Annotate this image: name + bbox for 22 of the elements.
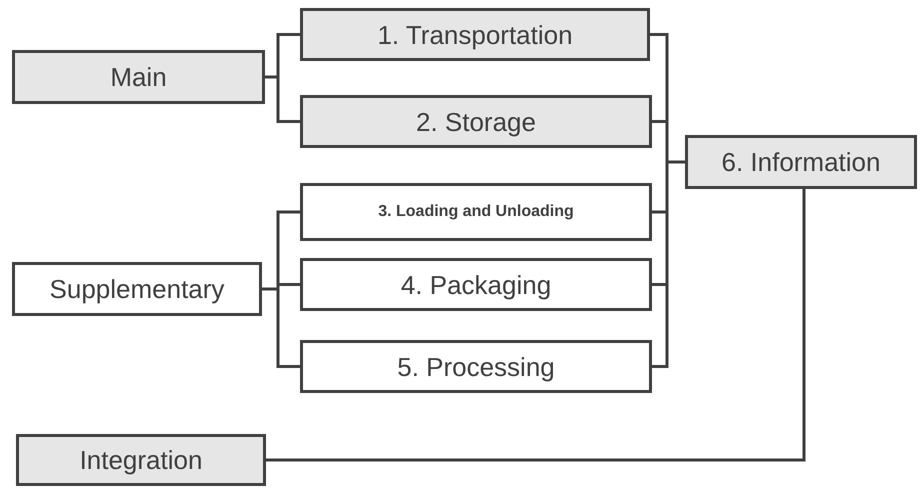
box-label: 1. Transportation bbox=[377, 22, 573, 48]
connector-line bbox=[652, 160, 685, 368]
box-label: Main bbox=[110, 64, 167, 90]
process-box bbox=[685, 135, 917, 189]
connector-line bbox=[262, 288, 300, 368]
process-box bbox=[12, 50, 265, 104]
box-label: 3. Loading and Unloading bbox=[378, 204, 574, 220]
box-label: 6. Information bbox=[722, 149, 880, 175]
connector-line bbox=[265, 76, 300, 123]
box-label: Supplementary bbox=[50, 276, 224, 302]
connector-line bbox=[266, 189, 806, 462]
box-label: 5. Processing bbox=[397, 354, 555, 380]
process-box bbox=[300, 95, 652, 148]
process-box bbox=[16, 434, 266, 486]
process-box bbox=[300, 340, 652, 393]
process-box bbox=[12, 262, 262, 316]
process-box bbox=[300, 183, 652, 241]
box-label: Integration bbox=[80, 447, 202, 473]
box-label: 2. Storage bbox=[416, 108, 536, 134]
process-box bbox=[300, 8, 650, 61]
box-label: 4. Packaging bbox=[400, 272, 552, 298]
process-box bbox=[300, 258, 652, 311]
